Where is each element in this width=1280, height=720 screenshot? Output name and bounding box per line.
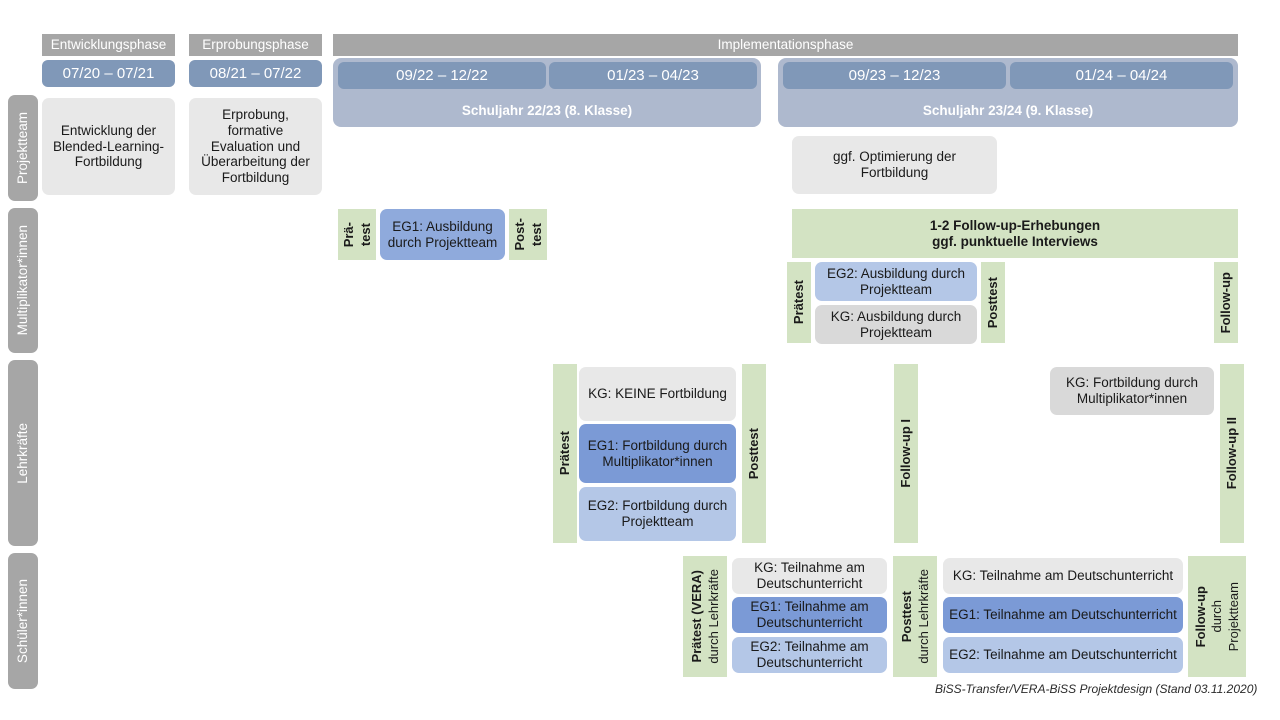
lehrkraefte-posttest-strip: Posttest [742, 364, 766, 543]
schueler-eg1-1-box: EG1: Teilnahme am Deutschunterricht [732, 597, 887, 633]
date-bar-0923-1223: 09/23 – 12/23 [783, 62, 1006, 89]
multiplikatoren-followup-banner-line1: 1-2 Follow-up-Erhebungen [929, 217, 1101, 233]
schueler-followup-strip-rot: Projektteam durch Follow-up [1188, 556, 1246, 677]
date-bar-0821-0722: 08/21 – 07/22 [189, 60, 322, 87]
footer-credit: BiSS-Transfer/VERA-BiSS Projektdesign (S… [935, 682, 1258, 696]
schoolyear-label-2223: Schuljahr 22/23 (8. Klasse) [461, 103, 633, 119]
projektteam-optimierung-box: ggf. Optimierung der Fortbildung [792, 136, 997, 194]
lehrkraefte-praetest-strip-text: Prätest [557, 431, 573, 476]
schueler-posttest-strip-sub: durch Lehrkräfte [915, 569, 931, 664]
lehrkraefte-followup-1-strip: Follow-up I [894, 364, 918, 543]
schueler-posttest-strip-rot: durch Lehrkräfte Posttest [893, 556, 937, 677]
projektteam-entwicklung-box: Entwicklung der Blended-Learning-Fortbil… [42, 98, 175, 195]
multiplikatoren-eg2-ausbildung-box: EG2: Ausbildung durch Projektteam [815, 262, 977, 301]
phase-header-implementationsphase: Implementationsphase [333, 34, 1238, 56]
multiplikatoren-followup-banner: 1-2 Follow-up-Erhebungen ggf. punktuelle… [792, 209, 1238, 258]
lehrkraefte-followup-2-strip-text: Follow-up II [1224, 417, 1240, 490]
date-bar-0123-0423: 01/23 – 04/23 [549, 62, 757, 89]
phase-header-erprobungsphase: Erprobungsphase [189, 34, 322, 56]
multiplikatoren-followup-banner-lines: 1-2 Follow-up-Erhebungen ggf. punktuelle… [930, 218, 1100, 250]
multiplikatoren-posttest-strip-2: Posttest [981, 262, 1005, 343]
schueler-followup-strip-sub1: durch [1209, 600, 1225, 633]
multiplikatoren-kg-ausbildung-box: KG: Ausbildung durch Projektteam [815, 305, 977, 344]
multiplikatoren-followup-banner-line2: ggf. punktuelle Interviews [932, 233, 1098, 249]
schueler-praetest-strip-main: Prätest (VERA) [689, 570, 705, 663]
lehrkraefte-eg2-box: EG2: Fortbildung durch Projektteam [579, 487, 736, 541]
schueler-followup-strip: Projektteam durch Follow-up [1188, 556, 1246, 677]
schueler-eg2-1-box: EG2: Teilnahme am Deutschunterricht [732, 637, 887, 673]
lehrkraefte-eg1-box: EG1: Fortbildung durch Multiplikator*inn… [579, 424, 736, 483]
row-label-schuelerinnen: Schüler*innen [8, 553, 38, 689]
multiplikatoren-praetest-strip-1-rot: test Prä- [338, 209, 376, 260]
multiplikatoren-praetest-strip-1-line1: Prä- [341, 221, 357, 248]
row-label-lehrkraefte: Lehrkräfte [8, 360, 38, 546]
multiplikatoren-praetest-strip-2-text: Prätest [791, 280, 807, 325]
lehrkraefte-followup-2-strip: Follow-up II [1220, 364, 1244, 543]
multiplikatoren-posttest-strip-2-text: Posttest [985, 276, 1001, 329]
schueler-kg-2-box: KG: Teilnahme am Deutschunterricht [943, 558, 1183, 594]
row-label-projektteam-text: Projektteam [15, 111, 31, 185]
multiplikatoren-praetest-strip-1-line2: test [357, 222, 373, 247]
multiplikatoren-posttest-strip-1-rot: test Post- [509, 209, 547, 260]
row-label-multiplikatorinnen: Multiplikator*innen [8, 208, 38, 353]
row-label-projektteam: Projektteam [8, 95, 38, 201]
schueler-followup-strip-sub2: Projektteam [1225, 581, 1241, 652]
schueler-posttest-strip: durch Lehrkräfte Posttest [893, 556, 937, 677]
schueler-eg1-2-box: EG1: Teilnahme am Deutschunterricht [943, 597, 1183, 633]
schueler-praetest-strip-rot: durch Lehrkräfte Prätest (VERA) [683, 556, 727, 677]
lehrkraefte-praetest-strip: Prätest [553, 364, 577, 543]
schueler-kg-1-box: KG: Teilnahme am Deutschunterricht [732, 558, 887, 594]
date-bar-0124-0424: 01/24 – 04/24 [1010, 62, 1233, 89]
multiplikatoren-posttest-strip-1-line1: Post- [512, 218, 528, 251]
schoolyear-label-2324: Schuljahr 23/24 (9. Klasse) [922, 103, 1094, 119]
multiplikatoren-praetest-strip-1: test Prä- [338, 209, 376, 260]
projektteam-erprobung-box: Erprobung, formative Evaluation und Über… [189, 98, 322, 195]
date-bar-0922-1222: 09/22 – 12/22 [338, 62, 546, 89]
schueler-praetest-strip: durch Lehrkräfte Prätest (VERA) [683, 556, 727, 677]
multiplikatoren-followup-strip-text: Follow-up [1218, 271, 1234, 334]
date-bar-0720-0721: 07/20 – 07/21 [42, 60, 175, 87]
schueler-praetest-strip-sub: durch Lehrkräfte [705, 569, 721, 664]
phase-header-entwicklungsphase: Entwicklungsphase [42, 34, 175, 56]
schueler-posttest-strip-main: Posttest [899, 590, 915, 643]
row-label-multiplikatorinnen-text: Multiplikator*innen [15, 225, 31, 336]
multiplikatoren-praetest-strip-2: Prätest [787, 262, 811, 343]
schueler-followup-strip-main: Follow-up [1193, 585, 1208, 648]
multiplikatoren-posttest-strip-1-line2: test [528, 222, 544, 247]
lehrkraefte-kg-fortbildung-box: KG: Fortbildung durch Multiplikator*inne… [1050, 367, 1214, 415]
lehrkraefte-posttest-strip-text: Posttest [746, 427, 762, 480]
multiplikatoren-posttest-strip-1: test Post- [509, 209, 547, 260]
row-label-schuelerinnen-text: Schüler*innen [15, 578, 31, 664]
row-label-lehrkraefte-text: Lehrkräfte [15, 422, 31, 484]
multiplikatoren-followup-strip: Follow-up [1214, 262, 1238, 343]
lehrkraefte-kg-keine-box: KG: KEINE Fortbildung [579, 367, 736, 421]
multiplikatoren-eg1-ausbildung-box: EG1: Ausbildung durch Projektteam [380, 209, 505, 260]
lehrkraefte-followup-1-strip-text: Follow-up I [898, 419, 914, 488]
schueler-eg2-2-box: EG2: Teilnahme am Deutschunterricht [943, 637, 1183, 673]
